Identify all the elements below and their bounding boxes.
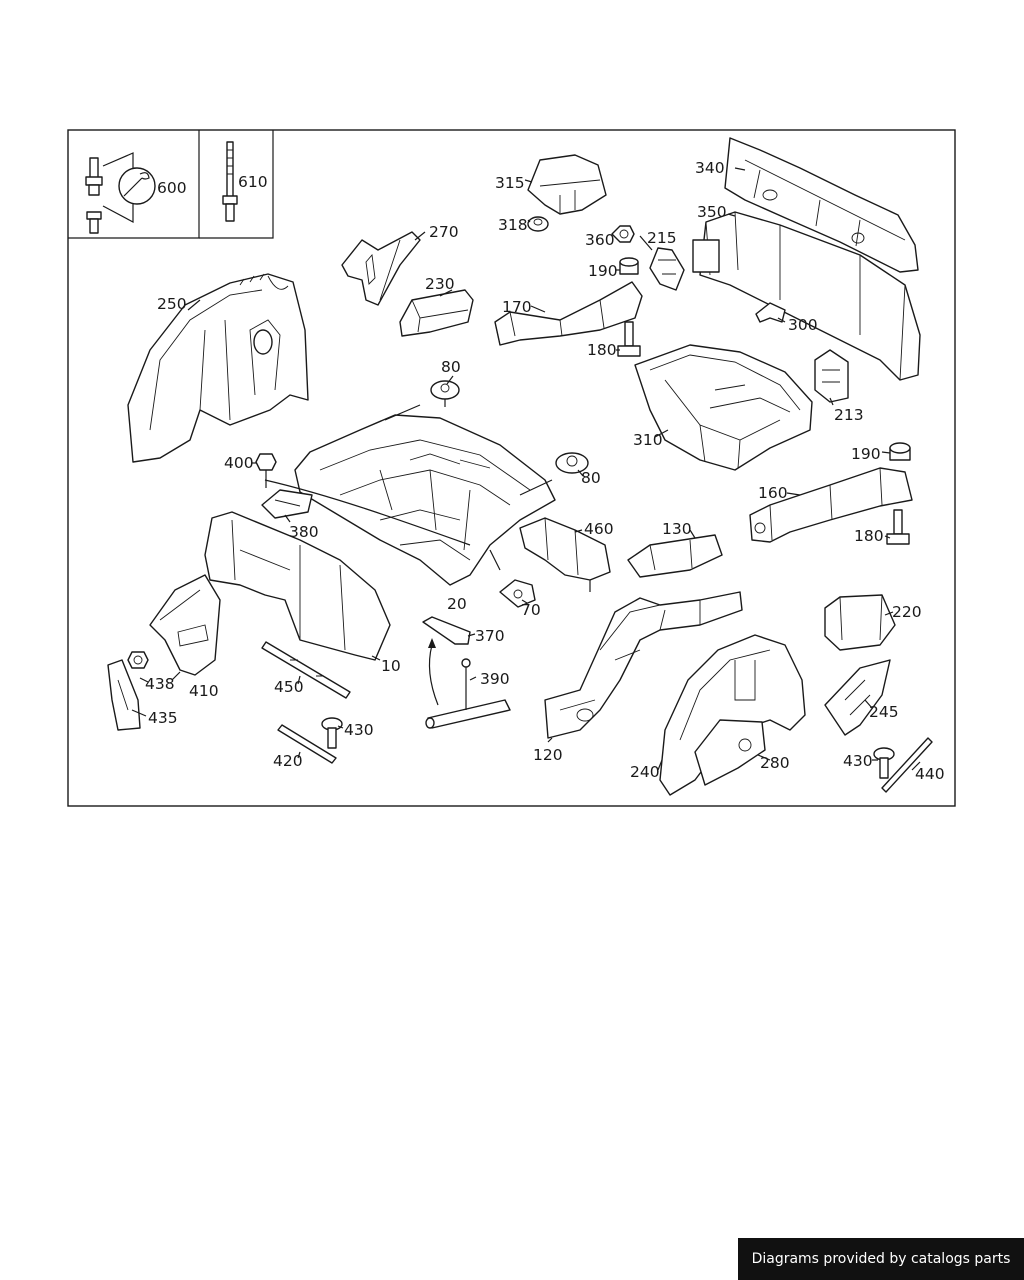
- part-245-gusset: [824, 659, 891, 736]
- part-120-housing: [544, 591, 743, 739]
- part-315-cover: [527, 154, 607, 215]
- part-380-gusset: [261, 489, 313, 519]
- part-20-floor-pan: [264, 404, 556, 586]
- part-318-nut: [527, 216, 549, 232]
- callout-430-a: 430: [344, 721, 374, 739]
- callout-340: 340: [695, 159, 725, 177]
- callout-10: 10: [381, 657, 401, 675]
- callout-70: 70: [521, 601, 541, 619]
- callout-318: 318: [498, 216, 528, 234]
- callout-360: 360: [585, 231, 615, 249]
- callout-130: 130: [662, 520, 692, 538]
- part-438-nut: [127, 651, 149, 669]
- callout-labels: 600 610 250 270 230 315 318 340 350 360 …: [145, 159, 945, 783]
- part-435-bracket: [107, 659, 141, 731]
- part-420-strip: [277, 724, 337, 764]
- wrench-icon: [118, 167, 156, 205]
- callout-190-b: 190: [851, 445, 881, 463]
- diagram-frame: [67, 129, 956, 807]
- callout-20: 20: [447, 595, 467, 613]
- callout-270: 270: [429, 223, 459, 241]
- part-213-bracket: [814, 349, 849, 403]
- callout-315: 315: [495, 174, 525, 192]
- part-390-tube: [425, 658, 511, 729]
- callout-430-b: 430: [843, 752, 873, 770]
- callout-420: 420: [273, 752, 303, 770]
- part-410-bracket: [149, 574, 221, 676]
- part-400-nut: [255, 453, 277, 488]
- inset-box-610: [199, 130, 274, 239]
- callout-230: 230: [425, 275, 455, 293]
- callout-245: 245: [869, 703, 899, 721]
- part-190-nut-a: [619, 257, 639, 275]
- part-180-bolt-a: [617, 321, 641, 357]
- part-215-bracket: [649, 247, 685, 291]
- callout-310: 310: [633, 431, 663, 449]
- part-70-mount: [489, 549, 536, 608]
- part-190-nut-b: [889, 442, 911, 461]
- part-160-member: [749, 467, 913, 543]
- part-180-bolt-b: [886, 509, 910, 545]
- callout-610: 610: [238, 173, 268, 191]
- callout-160: 160: [758, 484, 788, 502]
- part-350-rear-member: [692, 211, 921, 381]
- callout-220: 220: [892, 603, 922, 621]
- part-250-wheel-housing: [127, 273, 309, 463]
- part-280-bracket: [694, 719, 766, 786]
- part-430-screw-a: [321, 717, 343, 749]
- callout-440: 440: [915, 765, 945, 783]
- callout-350: 350: [697, 203, 727, 221]
- part-270-bracket: [341, 231, 421, 306]
- callout-390: 390: [480, 670, 510, 688]
- callout-370: 370: [475, 627, 505, 645]
- callout-180-b: 180: [854, 527, 884, 545]
- callout-600: 600: [157, 179, 187, 197]
- footer-credit: Diagrams provided by catalogs parts: [738, 1238, 1024, 1280]
- callout-120: 120: [533, 746, 563, 764]
- callout-240: 240: [630, 763, 660, 781]
- part-460-bracket: [519, 517, 611, 592]
- callout-80-b: 80: [581, 469, 601, 487]
- callout-80-a: 80: [441, 358, 461, 376]
- part-450-strip: [261, 641, 351, 699]
- part-130-bracket: [627, 534, 723, 578]
- callout-450: 450: [274, 678, 304, 696]
- callout-410: 410: [189, 682, 219, 700]
- part-300-clip: [755, 302, 786, 323]
- part-440-strip: [881, 737, 933, 793]
- callout-438: 438: [145, 675, 175, 693]
- callout-170: 170: [502, 298, 532, 316]
- part-340-panel: [724, 137, 919, 273]
- part-430-screw-b: [873, 747, 895, 779]
- part-230-bracket: [399, 289, 474, 337]
- callout-280: 280: [760, 754, 790, 772]
- part-600-bolts: [85, 152, 134, 234]
- callout-190-a: 190: [588, 262, 618, 280]
- callout-213: 213: [834, 406, 864, 424]
- callout-300: 300: [788, 316, 818, 334]
- callout-215: 215: [647, 229, 677, 247]
- callout-400: 400: [224, 454, 254, 472]
- part-10-firewall: [204, 511, 391, 661]
- part-80-mount-a: [430, 380, 460, 407]
- part-360-nut: [611, 225, 635, 243]
- callout-460: 460: [584, 520, 614, 538]
- part-80-mount-b: [555, 452, 589, 474]
- callout-250: 250: [157, 295, 187, 313]
- part-370-clip: [422, 616, 471, 706]
- part-310-spare-well: [634, 344, 813, 471]
- callout-435: 435: [148, 709, 178, 727]
- callout-380: 380: [289, 523, 319, 541]
- part-170-member: [494, 281, 643, 346]
- part-610-bolt: [222, 141, 238, 222]
- leader-lines: [131, 167, 921, 771]
- part-220-bracket: [824, 594, 896, 651]
- callout-180-a: 180: [587, 341, 617, 359]
